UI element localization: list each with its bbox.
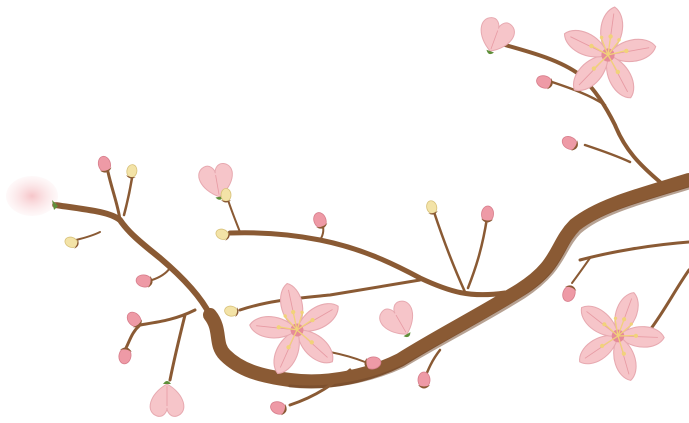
pink-bud bbox=[560, 283, 578, 304]
main-branch bbox=[203, 173, 689, 389]
open-flower bbox=[558, 275, 679, 394]
half-open-blossom bbox=[472, 14, 518, 61]
yellow-bud bbox=[62, 234, 81, 251]
pink-bud bbox=[480, 205, 495, 224]
pink-bud bbox=[417, 371, 431, 389]
pink-bud bbox=[268, 399, 289, 417]
blurred-blossom bbox=[6, 176, 58, 216]
upper-right-limb bbox=[503, 43, 662, 184]
pink-bud bbox=[534, 73, 555, 91]
yellow-bud bbox=[125, 163, 139, 180]
open-flower bbox=[552, 0, 665, 108]
half-open-blossom bbox=[375, 297, 424, 346]
pink-bud bbox=[559, 133, 581, 153]
middle-limb bbox=[227, 230, 508, 298]
yellow-bud bbox=[220, 188, 232, 203]
left-limb bbox=[52, 202, 213, 318]
branch-network bbox=[52, 43, 689, 407]
pink-bud bbox=[311, 210, 329, 231]
pink-bud bbox=[134, 273, 155, 289]
pink-bud bbox=[117, 345, 133, 366]
half-open-blossom bbox=[149, 380, 185, 417]
pink-bud bbox=[96, 154, 113, 175]
yellow-bud bbox=[424, 199, 439, 217]
pink-bud bbox=[123, 308, 145, 331]
yellow-bud bbox=[213, 226, 232, 243]
yellow-bud bbox=[223, 304, 240, 318]
